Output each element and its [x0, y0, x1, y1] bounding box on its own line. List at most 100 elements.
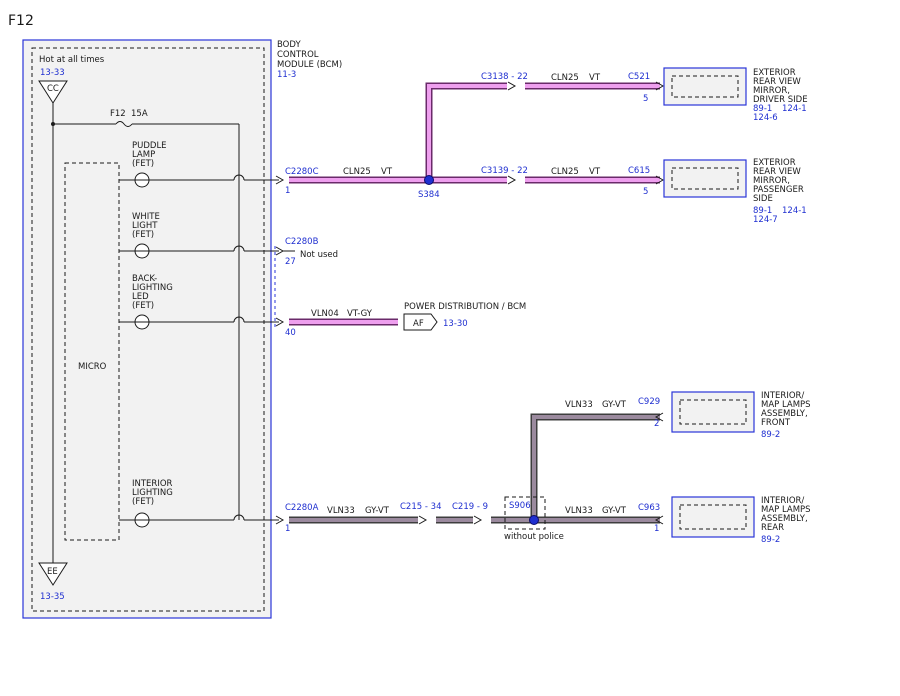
map-front-pin: 2	[654, 419, 659, 429]
vln04-name: VLN04	[311, 309, 339, 319]
inline-c219-arrow	[473, 515, 483, 525]
map-front-label-1: INTERIOR/	[761, 391, 804, 401]
c2280a-pin: 1	[285, 524, 290, 534]
micro-label: MICRO	[78, 362, 107, 372]
pin-arrow-c2280b-40	[275, 317, 285, 327]
ground-ee-ref: 13-35	[40, 592, 65, 602]
map-rear-label-2: MAP LAMPS	[761, 505, 811, 515]
driver-white-label-3: (FET)	[132, 230, 154, 240]
ground-ee-label: EE	[47, 567, 58, 577]
mirror-passenger-label-4: PASSENGER	[753, 185, 804, 195]
mirror-passenger-label-3: MIRROR,	[753, 176, 790, 186]
mirror-driver-inner	[671, 75, 739, 98]
fuse-f12-symbol	[115, 121, 133, 127]
fuse-id: F12	[110, 109, 126, 119]
c2280a-name: C2280A	[285, 503, 319, 513]
bcm-module: MICRO BODY CONTROL MODULE (BCM) 11-3 Hot…	[22, 39, 342, 619]
splice-s906-note: without police	[504, 532, 564, 542]
vln04-color: VT-GY	[347, 309, 373, 319]
driver-backlight-label-1: BACK-	[132, 274, 157, 284]
wire-vln33-front	[532, 415, 660, 520]
bcm-label-line-1: BODY	[277, 40, 301, 50]
cln25-pass-color: VT	[589, 167, 601, 177]
ground-ee-symbol	[38, 562, 68, 586]
mirror-passenger-ref-1: 89-1	[753, 206, 772, 216]
driver-backlight-label-3: LED	[132, 292, 149, 302]
pin-arrow-c2280a	[275, 515, 285, 525]
mirror-passenger-ref-2: 124-1	[782, 206, 807, 216]
circuit-cln25: CLN25 VT CLN25 VT CLN25 VT S384 C3138 - …	[289, 72, 665, 200]
driver-interior-label-3: (FET)	[132, 497, 154, 507]
map-rear-label-1: INTERIOR/	[761, 496, 804, 506]
driver-interior-crossover	[233, 514, 245, 521]
bcm-label-line-2: CONTROL	[277, 50, 319, 60]
map-rear-ref-1: 89-2	[761, 535, 780, 545]
offpage-af-title: POWER DISTRIBUTION / BCM	[404, 302, 526, 312]
map-front-ref-1: 89-2	[761, 430, 780, 440]
mirror-passenger-connector: C615	[628, 166, 650, 176]
inline-c3139-arrow	[507, 175, 517, 185]
map-front-label-3: ASSEMBLY,	[761, 409, 808, 419]
driver-puddle-crossover	[233, 174, 245, 181]
mirror-driver-label-3: MIRROR,	[753, 86, 790, 96]
vln33-front-name: VLN33	[565, 400, 593, 410]
page-title: F12	[8, 13, 34, 29]
driver-puddle-label-2: LAMP	[132, 150, 155, 160]
cln25-main-name: CLN25	[343, 167, 371, 177]
map-rear-connector: C963	[638, 503, 660, 513]
pin-arrow-c929	[654, 412, 664, 422]
driver-backlighting: BACK- LIGHTING LED (FET)	[119, 274, 279, 330]
wire-cln25-branch	[427, 84, 507, 180]
mirror-passenger-label-1: EXTERIOR	[753, 158, 796, 168]
offpage-af-ref: 13-30	[443, 319, 468, 329]
map-rear-inner	[679, 504, 747, 530]
c2280b-pin-40: 40	[285, 328, 296, 338]
micro-box	[64, 162, 120, 541]
bcm-connector-pins: C2280C 1 C2280B 27 Not used 40 C2280A 1	[274, 167, 338, 534]
mirror-driver-label-2: REAR VIEW	[753, 77, 801, 87]
driver-puddle-label-3: (FET)	[132, 159, 154, 169]
splice-s384-name: S384	[418, 190, 440, 200]
map-front-label-4: FRONT	[761, 418, 791, 428]
map-front-label-2: MAP LAMPS	[761, 400, 811, 410]
driver-white-label-1: WHITE	[132, 212, 160, 222]
inline-c3138-label: C3138 - 22	[481, 72, 528, 82]
driver-interior-label-2: LIGHTING	[132, 488, 173, 498]
splice-s906-dot	[529, 515, 539, 525]
bcm-inner-dashed	[31, 47, 265, 612]
vln33-rear-color: GY-VT	[602, 506, 627, 516]
ground-cc-ref: 13-33	[40, 68, 65, 78]
ground-cc-symbol	[38, 80, 68, 104]
map-front-inner	[679, 399, 747, 425]
mirror-driver-ref-2: 124-1	[782, 104, 807, 114]
cln25-main-color: VT	[381, 167, 393, 177]
vln33-main-name: VLN33	[327, 506, 355, 516]
map-rear-pin: 1	[654, 524, 659, 534]
offpage-af-symbol	[403, 313, 438, 331]
component-map-lamps-rear: C963 1 INTERIOR/ MAP LAMPS ASSEMBLY, REA…	[638, 496, 811, 545]
map-rear-box	[671, 496, 755, 538]
splice-s384-dot	[424, 175, 434, 185]
driver-puddle-label-1: PUDDLE	[132, 141, 167, 151]
map-rear-label-3: ASSEMBLY,	[761, 514, 808, 524]
inline-c3138-arrow	[507, 81, 517, 91]
mirror-passenger-ref-3: 124-7	[753, 215, 778, 225]
c2280b-name: C2280B	[285, 237, 319, 247]
pin-arrow-c2280c	[275, 175, 285, 185]
pin-arrow-c615	[655, 175, 665, 185]
mirror-passenger-label-2: REAR VIEW	[753, 167, 801, 177]
hot-label: Hot at all times	[39, 55, 105, 65]
ground-cc-label: CC	[47, 84, 59, 94]
inline-c215-arrow	[418, 515, 428, 525]
bcm-label-line-3: MODULE (BCM)	[277, 60, 342, 70]
component-map-lamps-front: C929 2 INTERIOR/ MAP LAMPS ASSEMBLY, FRO…	[638, 391, 811, 440]
component-mirror-passenger: C615 5 EXTERIOR REAR VIEW MIRROR, PASSEN…	[628, 158, 807, 225]
mirror-driver-connector: C521	[628, 72, 650, 82]
splice-s906-name: S906	[509, 501, 531, 511]
mirror-passenger-box	[663, 159, 747, 198]
circuit-vln33: VLN33 GY-VT VLN33 GY-VT VLN33 GY-VT C215…	[289, 400, 664, 542]
cln25-pass-name: CLN25	[551, 167, 579, 177]
cln25-driver-color: VT	[589, 73, 601, 83]
bcm-ref: 11-3	[277, 70, 296, 80]
